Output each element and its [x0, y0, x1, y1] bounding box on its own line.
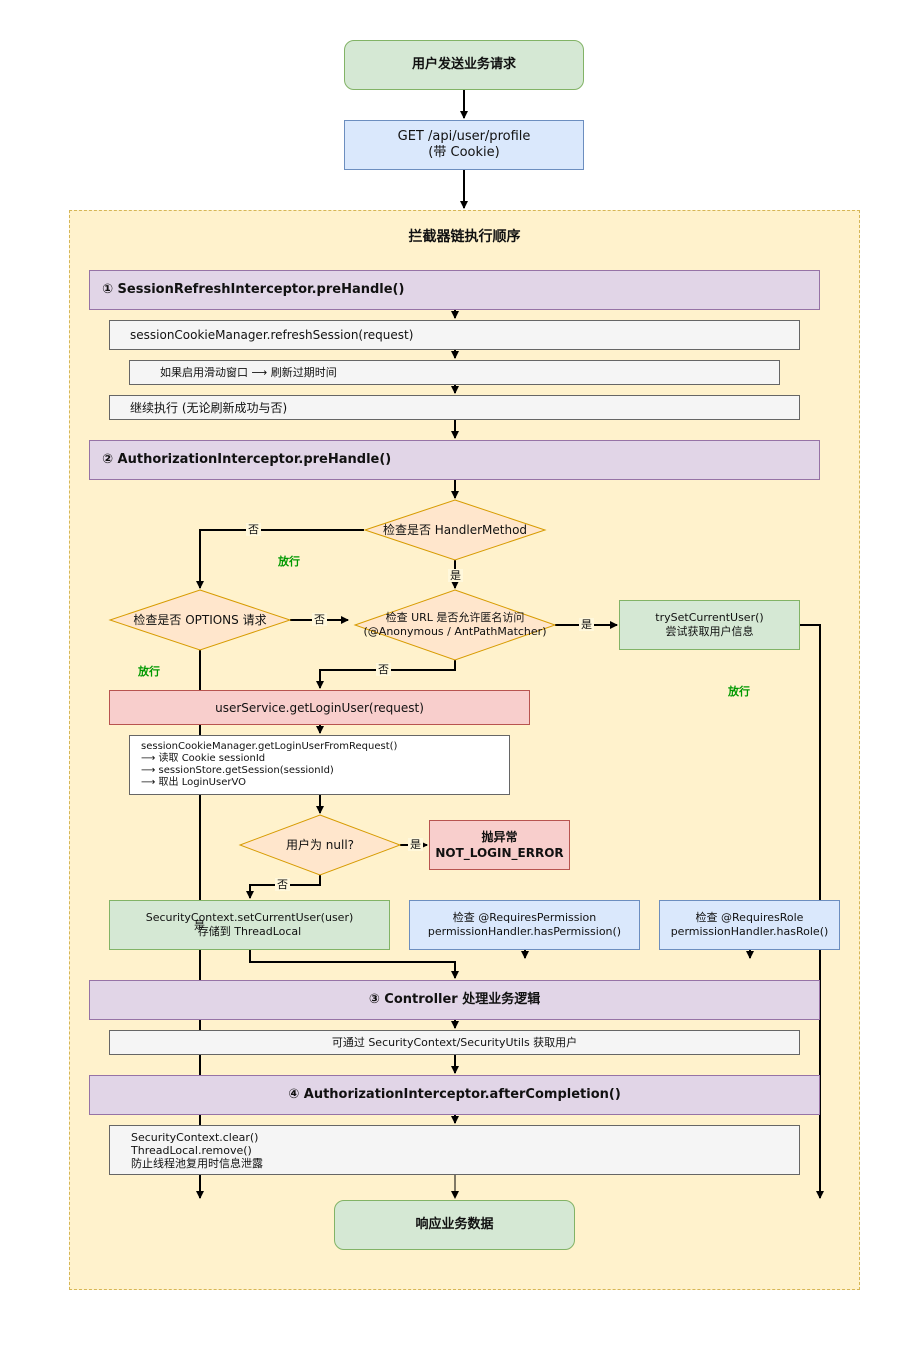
- label-pass-options: 放行: [138, 665, 160, 678]
- label-handler-yes: 是: [448, 569, 463, 582]
- label-handler-no: 否: [246, 523, 261, 536]
- label-null-no: 否: [275, 878, 290, 891]
- arrow-try-set-pass: [800, 624, 824, 1199]
- step1-continue: 继续执行 (无论刷新成功与否): [109, 395, 800, 420]
- throw-error-line2: NOT_LOGIN_ERROR: [435, 846, 564, 860]
- step1-refresh: sessionCookieManager.refreshSession(requ…: [109, 320, 800, 350]
- check-role-node: 检查 @RequiresRole permissionHandler.hasRo…: [659, 900, 840, 950]
- diamond-user-null-label: 用户为 null?: [285, 838, 355, 852]
- diamond-handler-method: [363, 499, 547, 561]
- diamond-handler-method-label: 检查是否 HandlerMethod: [382, 523, 528, 537]
- get-login-user-node: userService.getLoginUser(request): [109, 690, 530, 725]
- step1-title: ① SessionRefreshInterceptor.preHandle(): [89, 270, 820, 310]
- step4-detail: SecurityContext.clear() ThreadLocal.remo…: [109, 1125, 800, 1175]
- container-title: 拦截器链执行顺序: [408, 229, 521, 245]
- step3-detail: 可通过 SecurityContext/SecurityUtils 获取用户: [109, 1030, 800, 1055]
- label-anon-no: 否: [376, 663, 391, 676]
- diamond-user-null: [238, 814, 402, 876]
- set-context-node: SecurityContext.setCurrentUser(user) 存储到…: [109, 900, 390, 950]
- arrow-set-to-controller: [249, 950, 459, 979]
- arrow-handler-no: [196, 529, 364, 589]
- try-set-user-node: trySetCurrentUser() 尝试获取用户信息: [619, 600, 800, 650]
- step3-title: ③ Controller 处理业务逻辑: [89, 980, 820, 1020]
- request-node: GET /api/user/profile (带 Cookie): [344, 120, 584, 170]
- label-null-yes: 是: [408, 838, 423, 851]
- check-permission-node: 检查 @RequiresPermission permissionHandler…: [409, 900, 640, 950]
- label-pass-anonymous: 放行: [728, 685, 750, 698]
- diamond-anonymous: [353, 589, 557, 661]
- step2-title: ② AuthorizationInterceptor.preHandle(): [89, 440, 820, 480]
- step1-sliding: 如果启用滑动窗口 ⟶ 刷新过期时间: [129, 360, 780, 385]
- step4-title: ④ AuthorizationInterceptor.afterCompleti…: [89, 1075, 820, 1115]
- diamond-options: [108, 589, 292, 651]
- throw-error-line1: 抛异常: [481, 830, 518, 844]
- start-node: 用户发送业务请求: [344, 40, 584, 90]
- label-anon-yes: 是: [579, 618, 594, 631]
- label-options-no: 否: [312, 613, 327, 626]
- diamond-options-label: 检查是否 OPTIONS 请求: [133, 613, 267, 627]
- label-pass-handler: 放行: [278, 555, 300, 568]
- label-options-yes: 是: [194, 919, 205, 932]
- throw-error-node: 抛异常 NOT_LOGIN_ERROR: [429, 820, 570, 870]
- diamond-anonymous-label: 检查 URL 是否允许匿名访问 (@Anonymous / AntPathMat…: [363, 611, 547, 638]
- end-node: 响应业务数据: [334, 1200, 575, 1250]
- get-login-detail-node: sessionCookieManager.getLoginUserFromReq…: [129, 735, 510, 795]
